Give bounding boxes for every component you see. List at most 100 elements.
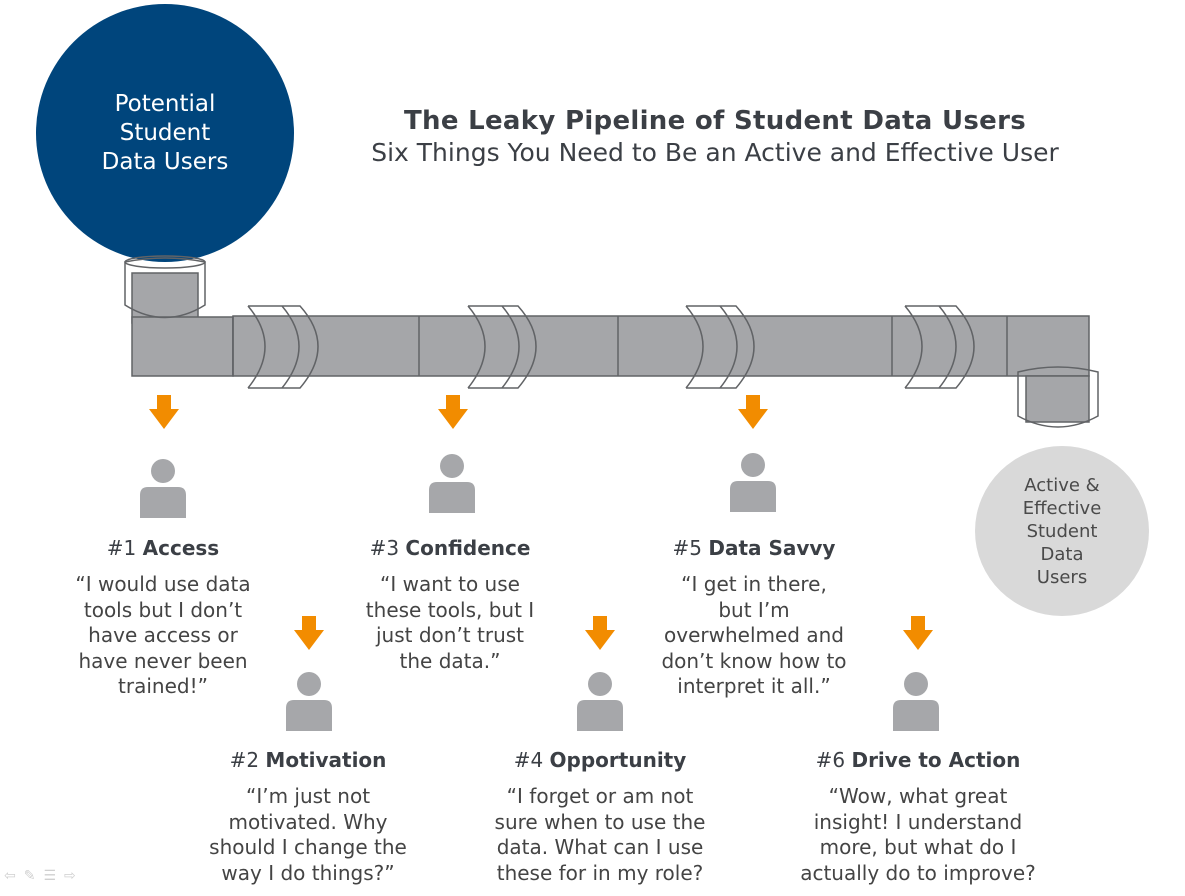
down-arrow-icon	[294, 616, 324, 650]
step-heading: #6 Drive to Action	[778, 748, 1058, 772]
quote-line: sure when to use the	[494, 809, 706, 834]
quote-line: these tools, but I	[365, 597, 535, 622]
pipe-joint-3b	[720, 305, 755, 389]
quote-line: actually do to improve?	[800, 860, 1036, 885]
step-number: #3	[369, 536, 400, 560]
pipe-joint-outlet	[1017, 366, 1099, 428]
quote-line: “I get in there,	[681, 572, 827, 596]
step-heading: #3 Confidence	[335, 536, 565, 560]
pipe-joint-4	[904, 305, 957, 389]
step-number: #4	[513, 748, 544, 772]
step-quote: “Wow, what great insight! I understand m…	[778, 784, 1058, 886]
quote-line: insight! I understand	[813, 809, 1023, 834]
step-number: #1	[106, 536, 137, 560]
step-5-data-savvy: #5 Data Savvy “I get in there, but I’m o…	[634, 536, 874, 700]
step-quote: “I forget or am not sure when to use the…	[475, 784, 725, 886]
person-icon	[893, 672, 939, 731]
quote-line: have never been	[78, 648, 248, 673]
quote-line: way I do things?”	[221, 860, 395, 885]
quote-line: have access or	[88, 623, 238, 647]
end-node-label: Active & Effective Student Data Users	[975, 446, 1149, 616]
quote-line: the data.”	[399, 648, 501, 673]
quote-line: “I forget or am not	[506, 784, 694, 808]
end-node-line: Student	[1026, 520, 1098, 542]
start-node-line: Potential	[114, 90, 216, 117]
pen-icon[interactable]: ✎	[23, 868, 36, 884]
pipe-joint-2	[467, 305, 520, 389]
step-name: Opportunity	[549, 748, 687, 772]
step-heading: #4 Opportunity	[475, 748, 725, 772]
quote-line: don’t know how to	[661, 648, 847, 673]
down-arrow-icon	[438, 395, 468, 429]
pipe-joint-inlet-rim	[124, 255, 206, 269]
quote-line: trained!”	[118, 674, 208, 698]
quote-line: tools but I don’t	[83, 597, 243, 622]
pipe-joint-1	[247, 305, 300, 389]
pipe-joint-4b	[939, 305, 975, 389]
step-quote: “I want to use these tools, but I just d…	[335, 572, 565, 674]
quote-line: “I’m just not	[245, 784, 371, 808]
step-3-confidence: #3 Confidence “I want to use these tools…	[335, 536, 565, 674]
start-node-line: Data Users	[101, 148, 229, 175]
step-quote: “I would use data tools but I don’t have…	[48, 572, 278, 700]
pipe-body	[232, 315, 1090, 377]
start-node-line: Student	[119, 119, 211, 146]
pipe-joint-1b	[282, 305, 319, 389]
down-arrow-icon	[585, 616, 615, 650]
quote-line: “I want to use	[380, 572, 520, 596]
step-1-access: #1 Access “I would use data tools but I …	[48, 536, 278, 700]
step-quote: “I’m just not motivated. Why should I ch…	[188, 784, 428, 886]
down-arrow-icon	[149, 395, 179, 429]
step-number: #6	[815, 748, 846, 772]
start-node-label: Potential Student Data Users	[36, 4, 294, 262]
quote-line: interpret it all.”	[677, 674, 831, 698]
step-name: Data Savvy	[708, 536, 836, 560]
next-slide-icon[interactable]: ⇨	[64, 868, 76, 884]
quote-line: more, but what do I	[819, 835, 1017, 859]
quote-line: “I would use data	[75, 572, 251, 596]
end-node-line: Data	[1040, 543, 1084, 565]
pipe-joint-3	[685, 305, 738, 389]
person-icon	[730, 453, 776, 512]
quote-line: should I change the	[209, 835, 407, 859]
end-node-line: Effective	[1022, 497, 1102, 519]
end-node-line: Users	[1036, 566, 1088, 588]
outlet-pipe-body	[1025, 375, 1090, 423]
step-4-opportunity: #4 Opportunity “I forget or am not sure …	[475, 748, 725, 886]
diagram-title: The Leaky Pipeline of Student Data Users	[404, 106, 1026, 136]
step-quote: “I get in there, but I’m overwhelmed and…	[634, 572, 874, 700]
step-name: Confidence	[405, 536, 531, 560]
quote-line: “Wow, what great	[828, 784, 1008, 808]
step-name: Access	[142, 536, 220, 560]
slide-nav[interactable]: ⇦ ✎ ☰ ⇨	[4, 868, 76, 884]
step-heading: #5 Data Savvy	[634, 536, 874, 560]
diagram-subtitle: Six Things You Need to Be an Active and …	[371, 138, 1059, 167]
person-icon	[140, 459, 186, 518]
down-arrow-icon	[903, 616, 933, 650]
previous-slide-icon[interactable]: ⇦	[4, 868, 16, 884]
quote-line: data. What can I use	[496, 835, 704, 859]
quote-line: but I’m	[718, 597, 790, 622]
menu-icon[interactable]: ☰	[43, 868, 57, 884]
step-number: #2	[229, 748, 260, 772]
quote-line: these for in my role?	[496, 860, 704, 885]
step-heading: #2 Motivation	[188, 748, 428, 772]
pipe-joint-inlet	[124, 257, 206, 319]
step-name: Motivation	[265, 748, 387, 772]
title-block: The Leaky Pipeline of Student Data Users…	[330, 106, 1100, 167]
inlet-pipe-top	[131, 272, 199, 324]
step-number: #5	[672, 536, 702, 560]
inlet-pipe-body	[131, 316, 234, 377]
quote-line: overwhelmed and	[664, 623, 844, 647]
pipe-joint-2b	[502, 305, 537, 389]
pipeline	[124, 255, 1099, 428]
down-arrow-icon	[738, 395, 768, 429]
person-icon	[286, 672, 332, 731]
quote-line: motivated. Why	[228, 809, 388, 834]
end-node-line: Active &	[1024, 474, 1100, 496]
step-2-motivation: #2 Motivation “I’m just not motivated. W…	[188, 748, 428, 886]
step-heading: #1 Access	[48, 536, 278, 560]
step-6-drive-to-action: #6 Drive to Action “Wow, what great insi…	[778, 748, 1058, 886]
